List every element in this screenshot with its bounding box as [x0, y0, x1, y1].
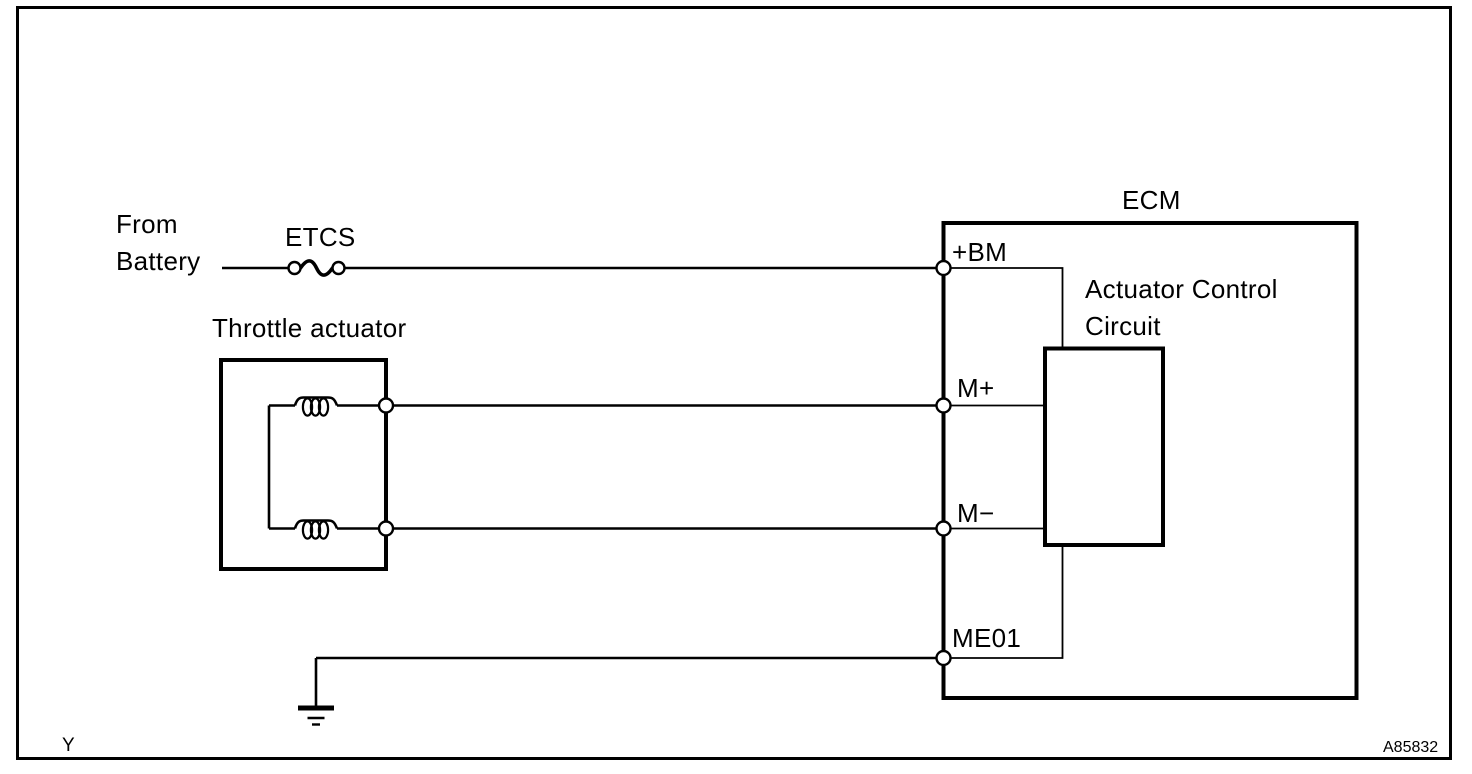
lower-coil-loop-2 — [309, 520, 322, 540]
lower-coil-loop-1 — [301, 520, 314, 540]
ecm-terminal-me01-circle — [935, 649, 952, 667]
lower-coil-loop-3 — [317, 520, 330, 540]
throttle-actuator-label: Throttle actuator — [212, 313, 407, 343]
ecm-label: ECM — [1122, 185, 1181, 215]
fuse-element-wave — [298, 259, 335, 277]
upper-coil-loop-3 — [317, 397, 330, 417]
actuator-control-circuit-label: Actuator Control Circuit — [1085, 271, 1278, 345]
actuator-control-circuit-box — [1043, 346, 1165, 547]
terminal-label-bm: +BM — [952, 237, 1008, 267]
ecm-terminal-m-minus-circle — [935, 520, 952, 537]
terminal-label-m-minus: M− — [957, 498, 995, 528]
actuator-terminal-lower — [377, 520, 395, 537]
actuator-terminal-upper — [377, 397, 395, 414]
terminal-label-m-plus: M+ — [957, 373, 995, 403]
actuator-control-circuit-label-line2: Circuit — [1085, 311, 1161, 341]
fuse-terminal-left — [287, 260, 302, 276]
ecm-terminal-bm-circle — [935, 259, 952, 277]
ecm-terminal-m-plus-circle — [935, 397, 952, 414]
from-battery-label-line1: From — [116, 209, 178, 239]
from-battery-label: From Battery — [116, 206, 200, 280]
actuator-control-circuit-label-line1: Actuator Control — [1085, 274, 1278, 304]
upper-coil-loop-1 — [301, 397, 314, 417]
bm-internal-trace — [945, 267, 1064, 347]
upper-coil-loop-2 — [309, 397, 322, 417]
figure-id: A85832 — [1383, 739, 1439, 756]
fuse-terminal-right — [331, 260, 346, 276]
page-marker: Y — [62, 735, 75, 756]
page-border — [16, 6, 1452, 760]
fuse-label: ETCS — [285, 222, 356, 252]
from-battery-label-line2: Battery — [116, 246, 201, 276]
terminal-label-me01: ME01 — [952, 623, 1022, 653]
throttle-actuator-box — [219, 358, 388, 571]
me01-internal-trace — [945, 546, 1064, 659]
ecm-box — [941, 221, 1359, 700]
ground-symbol — [298, 705, 334, 726]
